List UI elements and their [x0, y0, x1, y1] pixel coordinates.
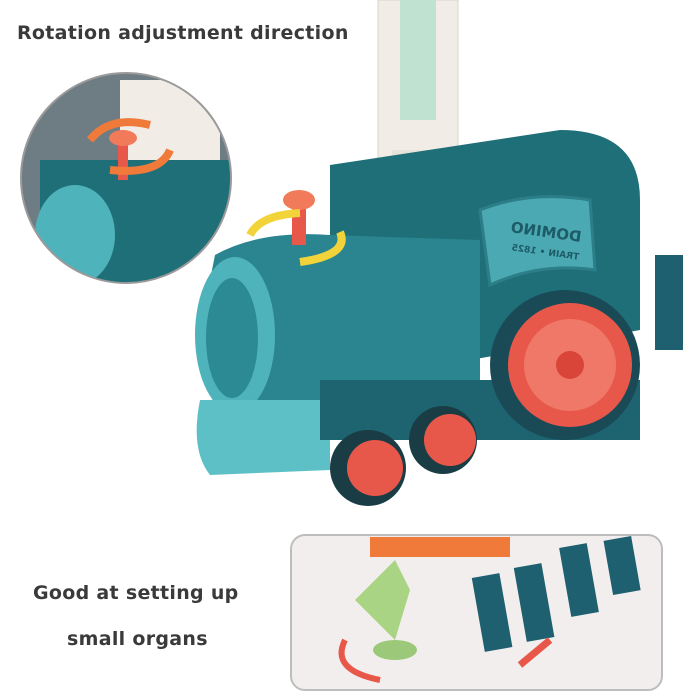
- direction-arrow-icon: [517, 637, 553, 668]
- train-boiler: [200, 234, 480, 420]
- cowcatcher: [196, 400, 330, 475]
- rotate-arrow-icon: [338, 638, 381, 683]
- inset-zoom-circle: [20, 72, 232, 284]
- cactus-figure: [355, 560, 410, 640]
- rotation-knob: [283, 190, 315, 210]
- caption-good-at-setting-up: Good at setting up: [33, 582, 239, 604]
- inset-domino-scene: [290, 534, 663, 691]
- small-wheels: [330, 406, 477, 506]
- large-wheel: [490, 290, 640, 440]
- caption-small-organs: small organs: [67, 628, 208, 650]
- yellow-arrow-icon: [246, 209, 301, 238]
- domino-piece: [655, 255, 683, 350]
- train-nameplate: [478, 195, 597, 288]
- caption-rotation-direction: Rotation adjustment direction: [17, 22, 349, 44]
- domino-chute: [377, 0, 459, 180]
